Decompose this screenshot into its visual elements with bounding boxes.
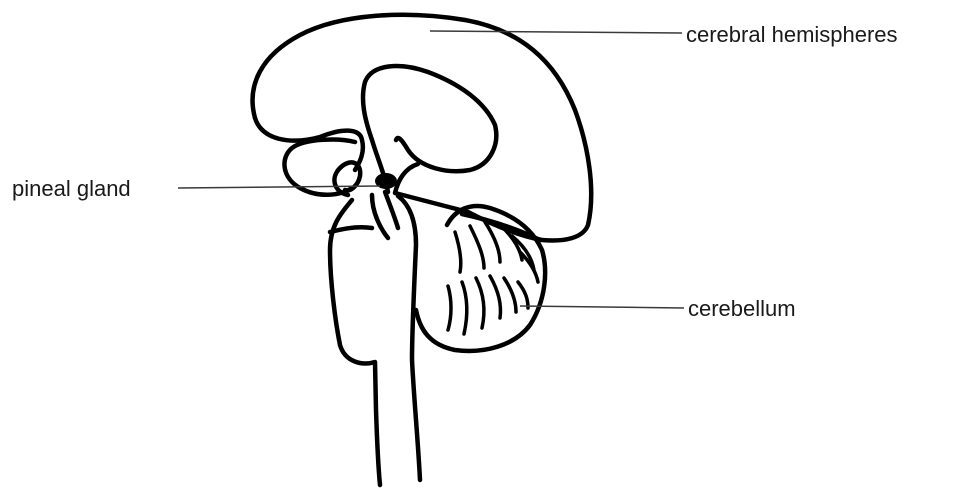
pons-top	[330, 227, 372, 232]
cerebellum-leader	[520, 306, 684, 308]
cerebellum-label: cerebellum	[688, 296, 796, 322]
cerebral-hemispheres-outline	[253, 15, 592, 241]
cerebral-hemispheres-leader	[430, 31, 682, 33]
ventricle-groove	[372, 195, 388, 238]
cerebellum-outline	[416, 206, 545, 351]
cerebellum-folia	[448, 222, 538, 334]
pons-outline	[330, 200, 380, 485]
cerebral-hemispheres-label: cerebral hemispheres	[686, 22, 898, 48]
ventricle-groove-2	[385, 192, 398, 228]
brainstem-outline	[398, 196, 420, 480]
pineal-gland-label: pineal gland	[12, 176, 131, 202]
hemisphere-inner-curl	[363, 66, 496, 192]
